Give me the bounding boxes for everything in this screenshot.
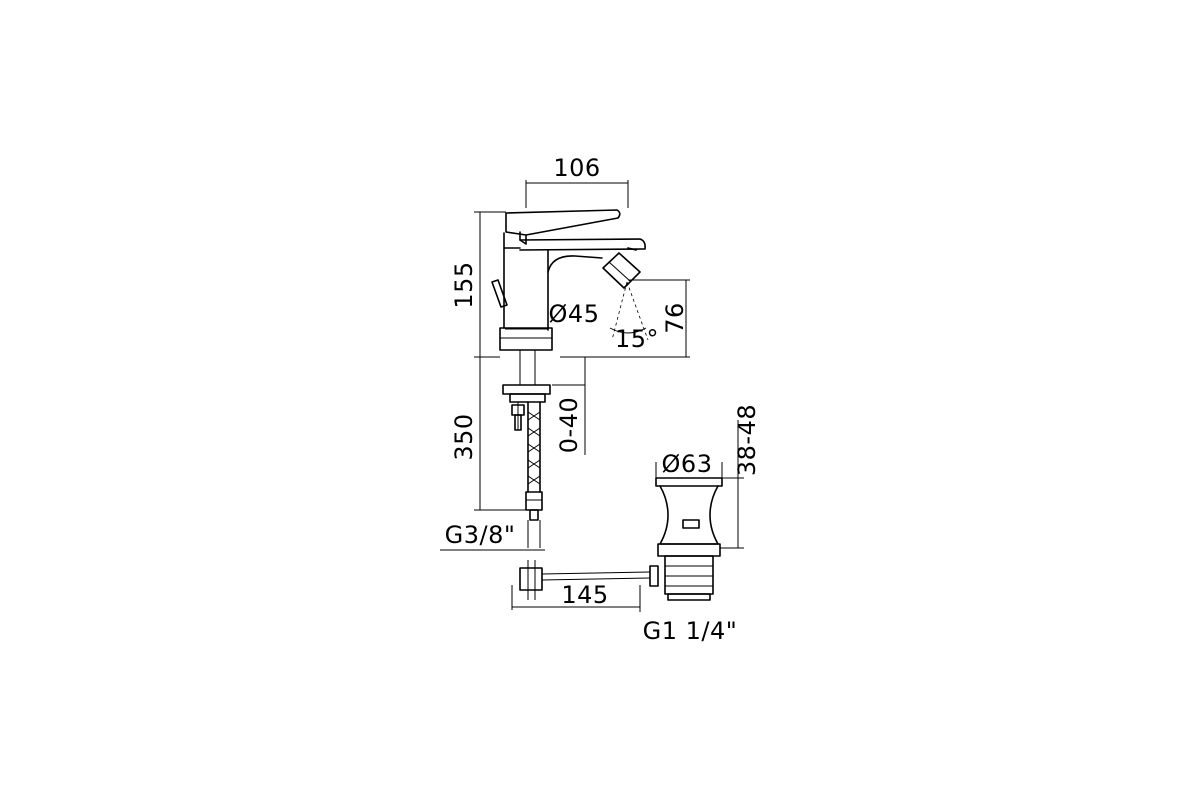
dim-rod-length: 145 — [561, 581, 608, 609]
spray-nozzle — [602, 252, 649, 341]
dim-spout-height: 76 — [661, 302, 689, 334]
faucet-body — [491, 209, 646, 351]
dim-inlet-thread: G3/8" — [445, 521, 516, 549]
dim-faucet-height: 155 — [450, 261, 478, 308]
dim-spray-angle: 15° — [615, 325, 659, 353]
dim-deck-thickness: 0-40 — [555, 397, 583, 453]
dim-top-width: 106 — [553, 154, 600, 182]
braided-hose — [525, 401, 543, 521]
mounting-shank — [502, 350, 551, 431]
dim-waste-diameter: Ø63 — [662, 450, 713, 478]
dim-hose-length: 350 — [450, 413, 478, 460]
dim-waste-thread: G1 1/4" — [643, 617, 738, 645]
dim-waste-range: 38-48 — [733, 404, 761, 476]
dimension-labels: 106 155 Ø45 15° 76 350 0-40 G3/8" Ø63 38… — [445, 154, 761, 645]
dim-body-diameter: Ø45 — [549, 300, 600, 328]
dimension-lines — [440, 180, 744, 612]
popup-waste — [519, 477, 723, 601]
